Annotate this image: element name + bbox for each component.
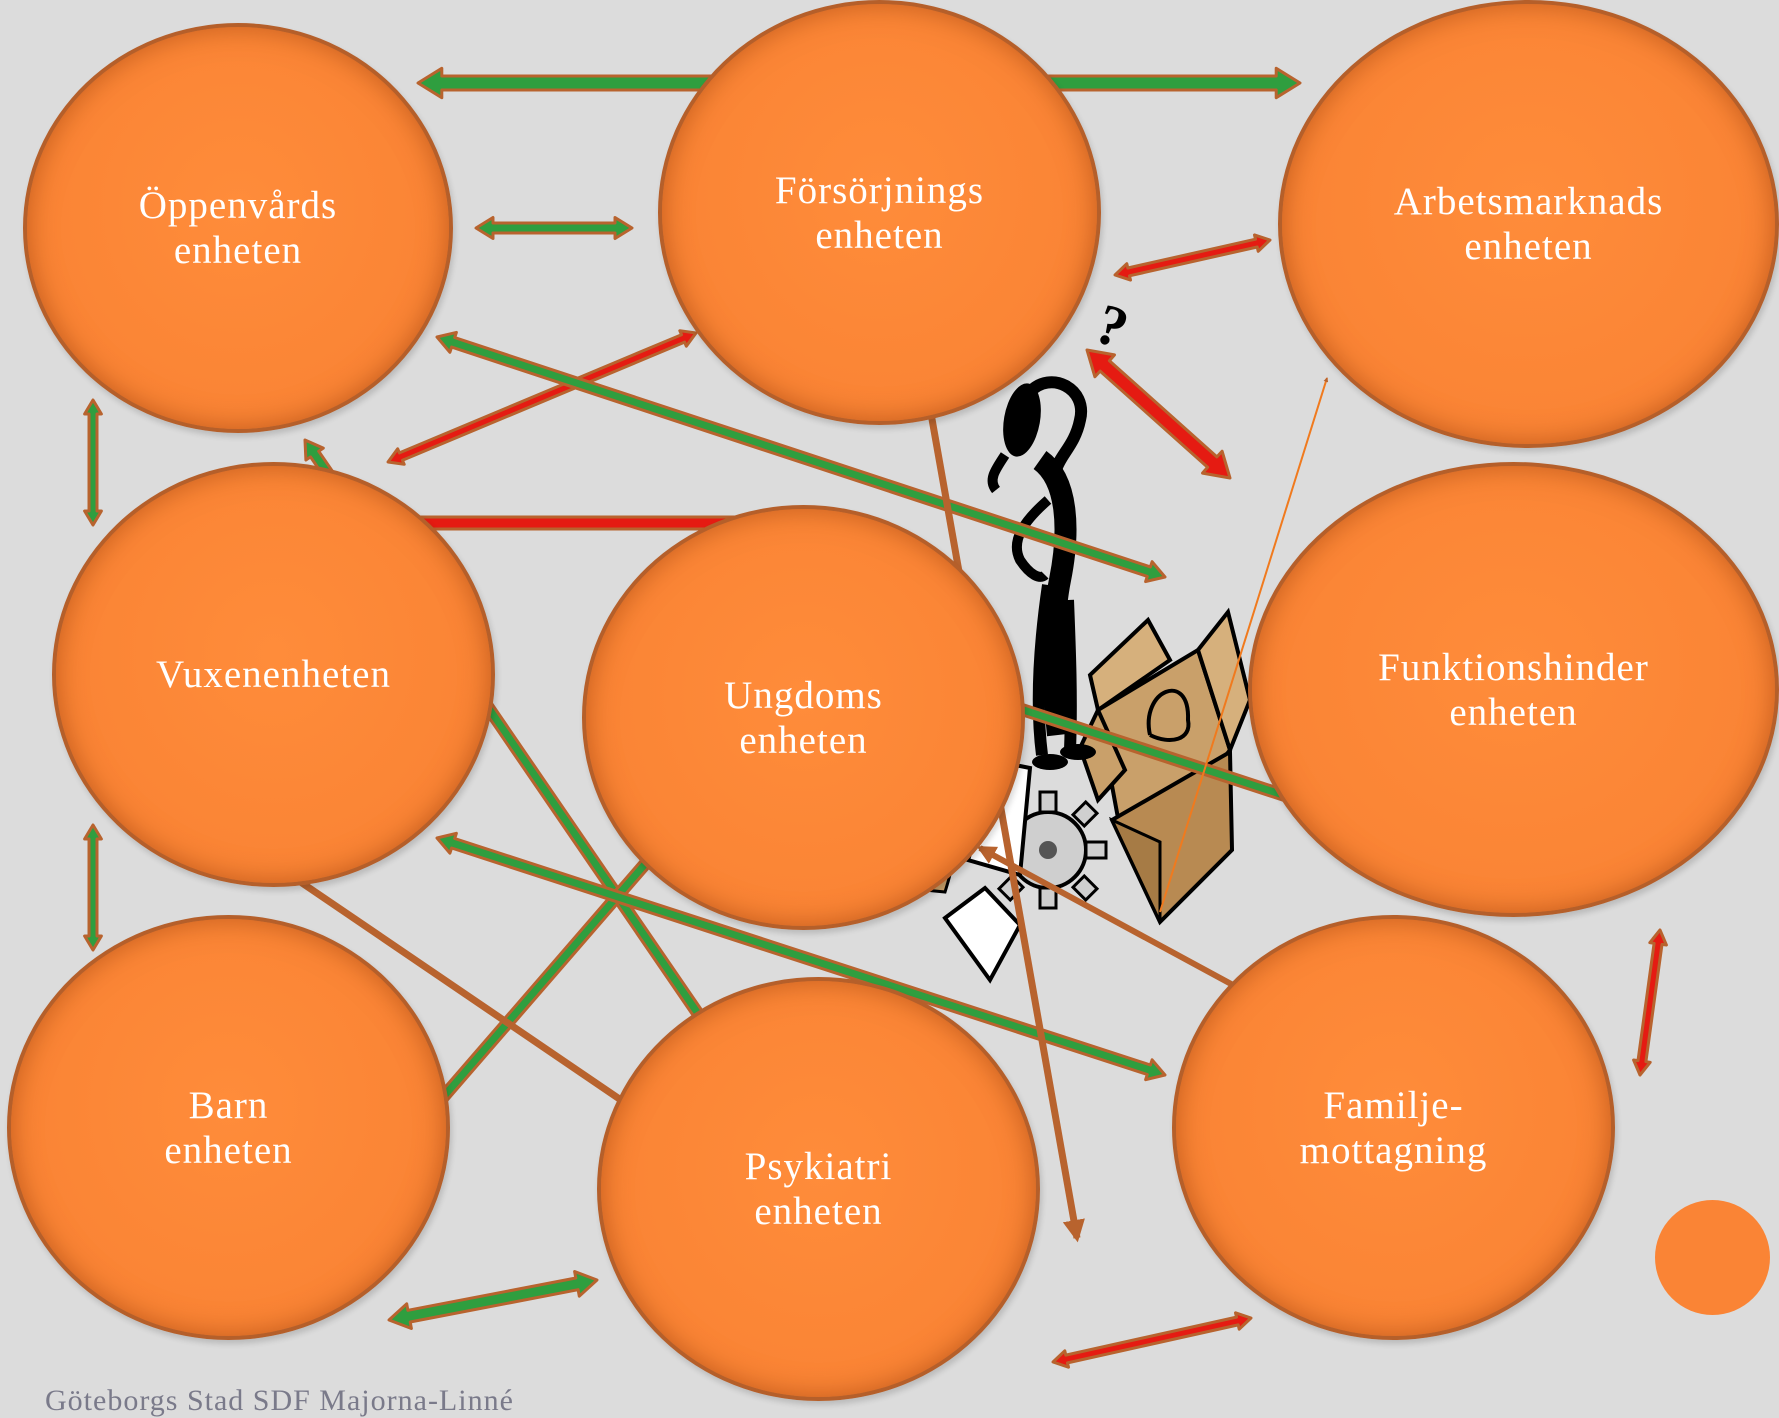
arrow-oppenvards-vuxen [83,398,103,527]
arrow-psykiatri-familje [1051,1311,1253,1369]
node-vuxen: Vuxenenheten [52,462,495,887]
node-funktionshinder: Funktionshinder enheten [1248,462,1779,917]
node-label: Försörjnings enheten [774,168,985,257]
arrow-oppenvards-forsorjnings [474,216,634,240]
arrow-barn-psykiatri [387,1270,599,1330]
node-label: Arbetsmarknads enheten [1393,180,1664,268]
cardboard-box-icon [1077,607,1253,926]
node-label: Öppenvårds enheten [138,184,338,272]
arrow-vuxen-forsorjnings [386,329,698,466]
arrow-clipart-familje [976,845,1261,1001]
node-label: Ungdoms enheten [724,673,883,762]
arrow-barn-ungdoms [424,847,660,1119]
node-arbetsmarknads: Arbetsmarknads enheten [1278,0,1779,448]
node-label: Funktionshinder enheten [1378,645,1649,734]
arrow-vuxen-barn [83,823,103,952]
node-label: Familje- mottagning [1299,1083,1488,1172]
node-forsorjnings: Försörjnings enheten [658,0,1101,425]
arrow-box-arbetsmarknads [1159,377,1329,913]
decorative-dot [1655,1200,1770,1315]
node-familje: Familje- mottagning [1172,915,1615,1340]
node-oppenvards: Öppenvårds enheten [23,23,453,433]
node-ungdoms: Ungdoms enheten [582,505,1025,930]
arrow-forsorjnings-arbetsmarknads [1113,233,1272,282]
node-label: Vuxenenheten [156,653,391,696]
node-psykiatri: Psykiatri enheten [597,977,1040,1401]
footer-text: Göteborgs Stad SDF Majorna-Linné [45,1384,514,1417]
node-barn: Barn enheten [7,915,450,1340]
arrow-forsorjnings-ungdoms-red [1085,348,1232,480]
node-label: Barn enheten [164,1083,293,1172]
arrow-funktionshinder-familje [1632,928,1668,1077]
node-label: Psykiatri enheten [744,1145,893,1233]
